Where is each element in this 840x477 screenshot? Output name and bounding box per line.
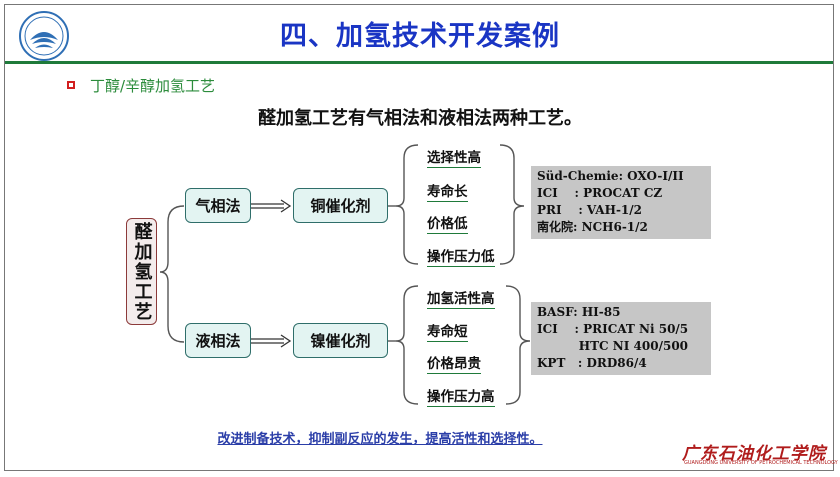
gas-supplier-panel: Süd-Chemie: OXO-I/II ICI : PROCAT CZ PRI… <box>531 166 711 239</box>
improvement-note: 改进制备技术，抑制副反应的发生，提高活性和选择性。 <box>217 432 543 447</box>
root-brace <box>159 205 185 343</box>
gas-supplier-2: ICI : PROCAT CZ <box>537 186 663 200</box>
header-divider <box>5 61 833 64</box>
section-subtitle: 丁醇/辛醇加氢工艺 <box>90 77 216 95</box>
gas-property-1: 选择性高 <box>427 146 481 168</box>
university-name-cn: 广东石油化工学院 <box>682 444 826 464</box>
gas-phase-box: 气相法 <box>185 188 251 223</box>
gas-supplier-4: 南化院: NCH6-1/2 <box>537 220 648 234</box>
gas-arrow <box>251 199 292 213</box>
slide-frame <box>4 4 834 471</box>
nickel-catalyst-box: 镍催化剂 <box>293 323 388 358</box>
liquid-supplier-2: ICI : PRICAT Ni 50/5 <box>537 322 689 336</box>
liquid-properties-right-brace <box>505 285 531 405</box>
gas-property-2: 寿命长 <box>427 180 468 202</box>
liquid-supplier-panel: BASF: HI-85 ICI : PRICAT Ni 50/5 HTC NI … <box>531 302 711 375</box>
gas-property-3: 价格低 <box>427 212 468 234</box>
header-bar <box>5 5 833 62</box>
gas-supplier-3: PRI : VAH-1/2 <box>537 203 643 217</box>
copper-catalyst-box: 铜催化剂 <box>293 188 388 223</box>
liquid-arrow <box>251 334 292 348</box>
diagram-heading: 醛加氢工艺有气相法和液相法两种工艺。 <box>258 108 582 129</box>
liquid-phase-box: 液相法 <box>185 323 251 358</box>
liquid-property-4: 操作压力高 <box>427 385 495 407</box>
page-title: 四、加氢技术开发案例 <box>280 21 560 52</box>
gas-supplier-1: Süd-Chemie: OXO-I/II <box>537 169 684 183</box>
gas-property-4: 操作压力低 <box>427 245 495 267</box>
liquid-supplier-4: KPT : DRD86/4 <box>537 356 647 370</box>
liquid-property-2: 寿命短 <box>427 320 468 342</box>
university-name-en: GUANGDONG UNIVERSITY OF PETROCHEMICAL TE… <box>684 460 838 466</box>
root-process-box: 醛加氢工艺 <box>126 218 157 325</box>
gas-properties-right-brace <box>499 144 525 265</box>
university-logo <box>19 11 69 61</box>
liquid-supplier-3: HTC NI 400/500 <box>537 339 689 353</box>
liquid-supplier-1: BASF: HI-85 <box>537 305 621 319</box>
bullet-square-icon <box>67 81 75 89</box>
gas-properties-left-brace <box>395 144 419 265</box>
liquid-properties-left-brace <box>395 285 419 405</box>
liquid-property-3: 价格昂贵 <box>427 352 481 374</box>
liquid-property-1: 加氢活性高 <box>427 287 495 309</box>
